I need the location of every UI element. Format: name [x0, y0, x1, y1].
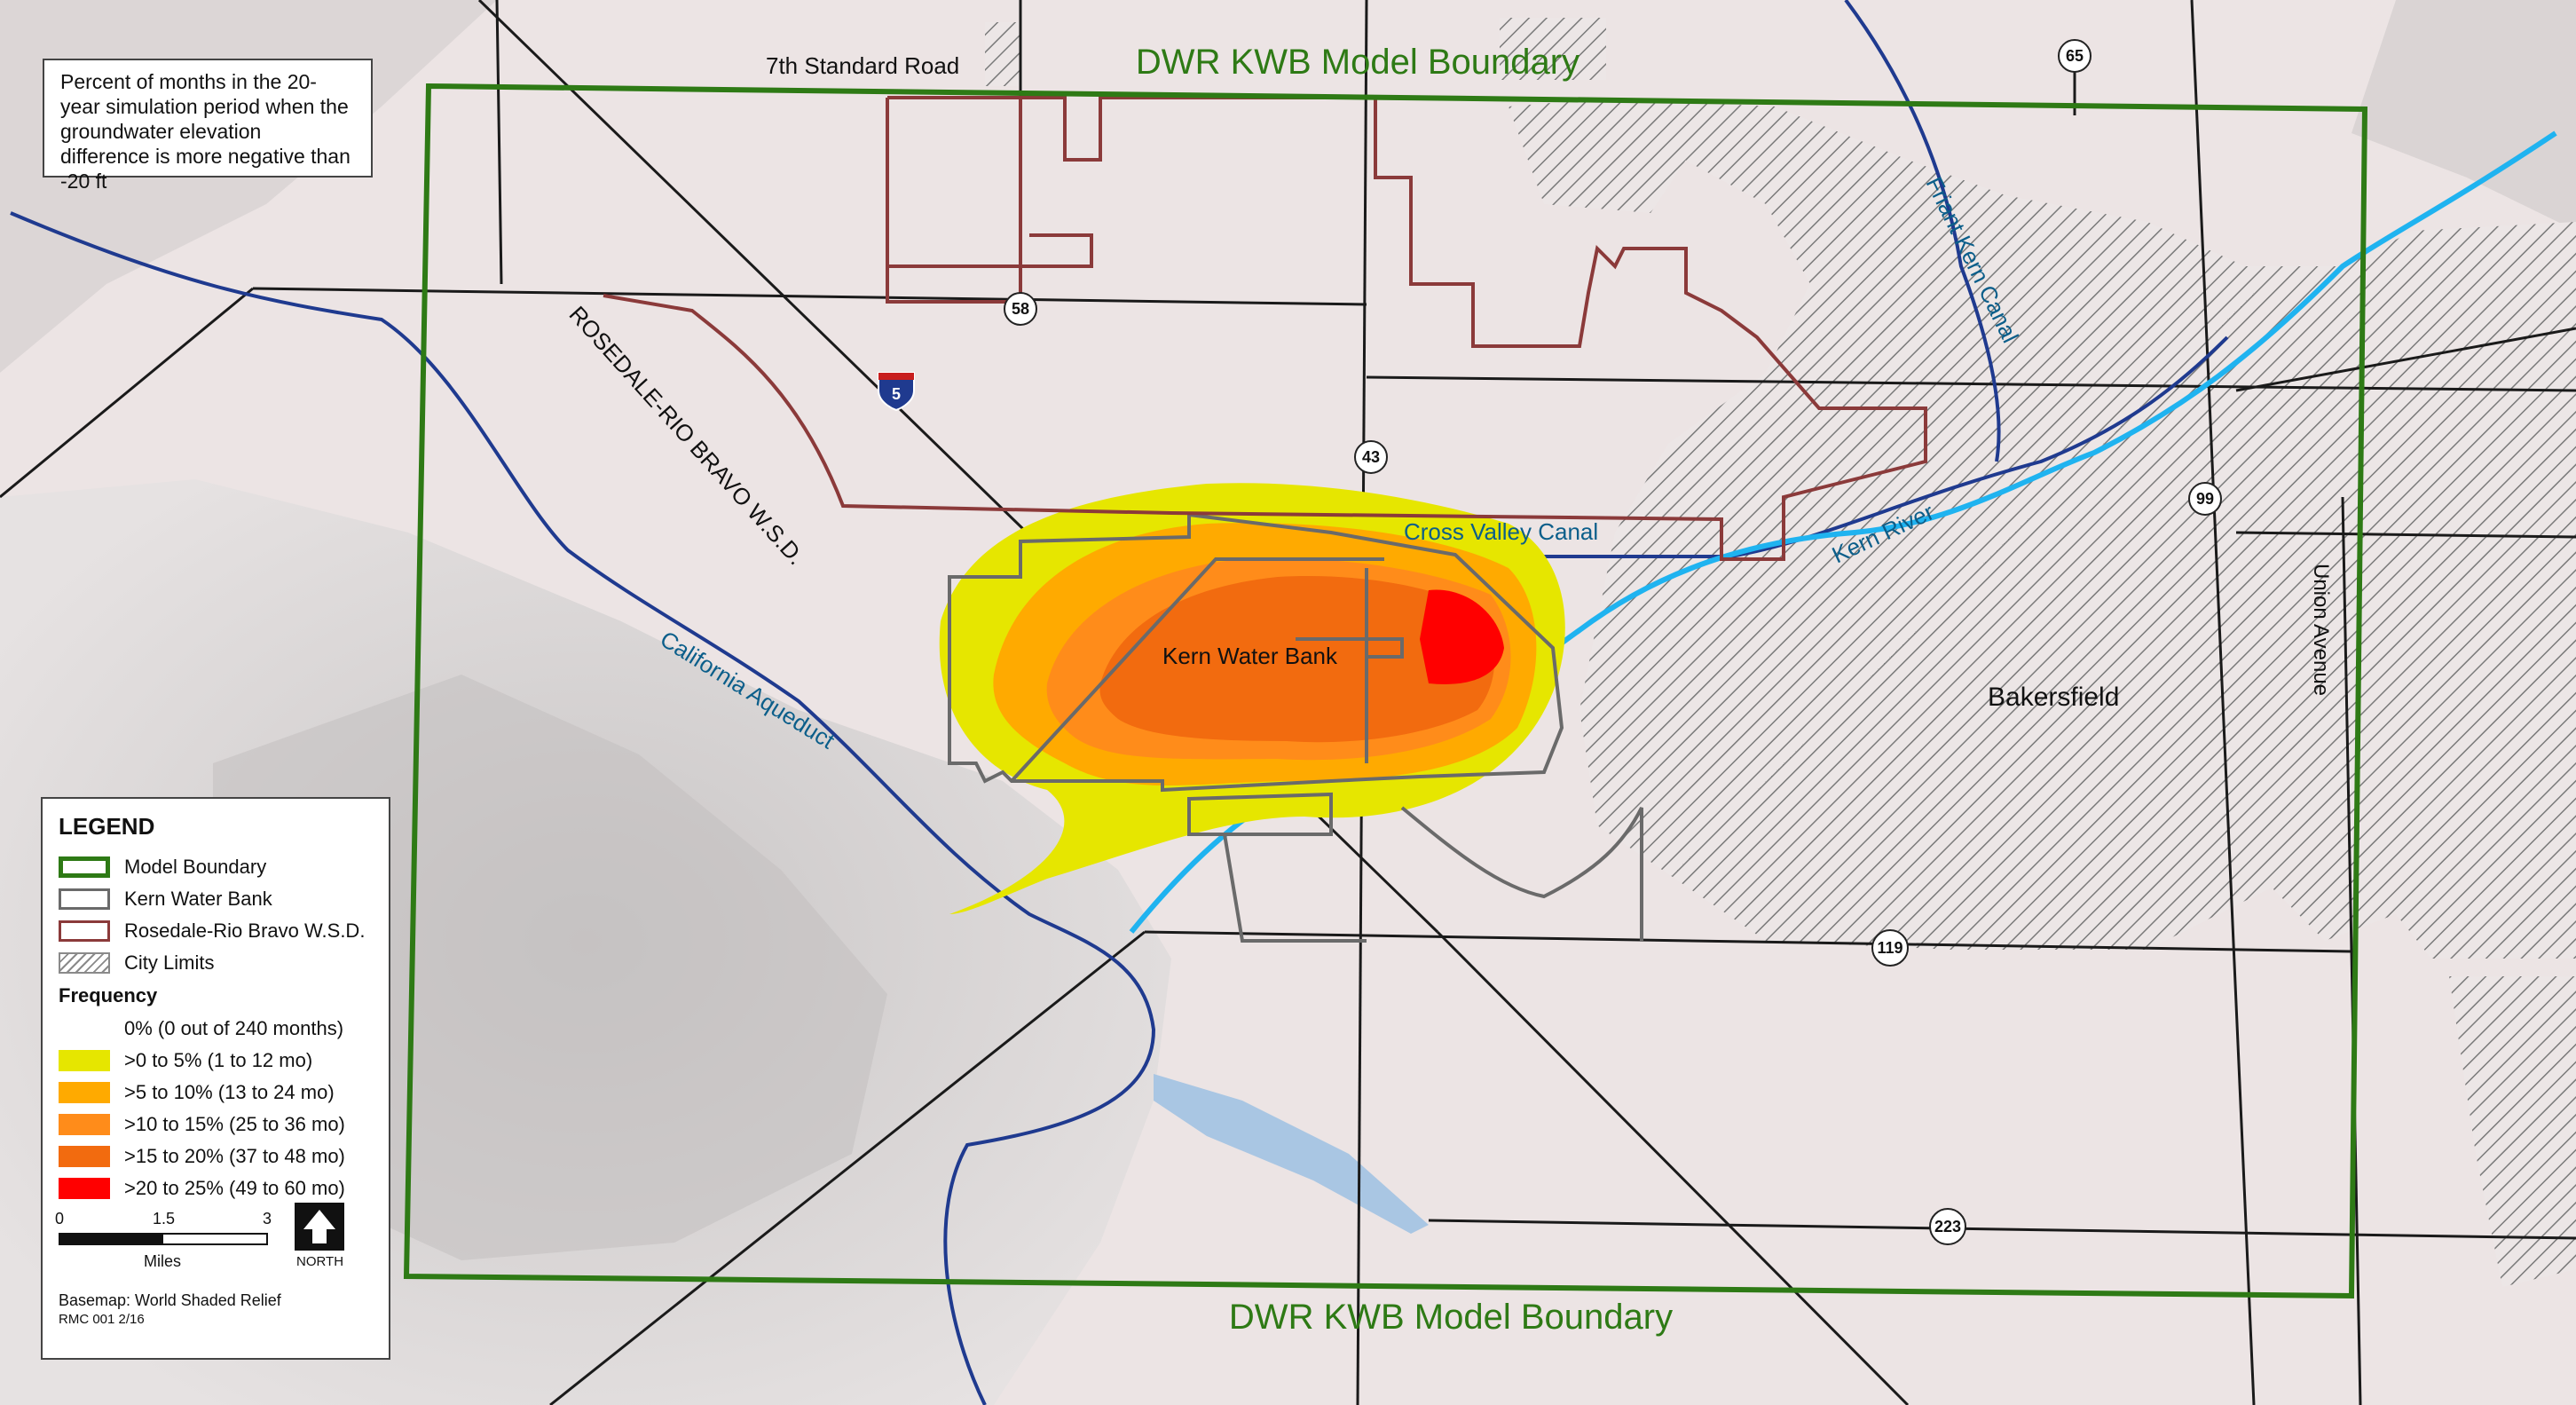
rosedale-rio-bravo-outline: [603, 96, 1927, 561]
map-code: RMC 001 2/16: [59, 1312, 145, 1327]
bakersfield-label: Bakersfield: [1988, 683, 2119, 712]
scale-tick-label: 1.5: [153, 1210, 176, 1227]
route-58-shield: 58: [1004, 292, 1037, 326]
scale-unit-label: Miles: [144, 1252, 182, 1270]
zone-red: [1420, 589, 1504, 684]
frequency-swatch: [59, 1114, 110, 1135]
legend-title: LEGEND: [59, 813, 155, 840]
frequency-item: >0 to 5% (1 to 12 mo): [59, 1045, 389, 1077]
frequency-label: >0 to 5% (1 to 12 mo): [124, 1049, 313, 1071]
frequency-title: Frequency: [59, 984, 158, 1006]
route-shields: 5 58 43 65 99 119 223: [878, 39, 2222, 1245]
north-label: NORTH: [296, 1254, 344, 1269]
scale-tick-label: 0: [55, 1210, 65, 1227]
legend-item-label: Model Boundary: [124, 856, 267, 878]
scale-bar: [59, 1233, 268, 1245]
zone-orange-dark: [1099, 576, 1495, 743]
city-limits-swatch: [59, 952, 110, 974]
city-limits-parcel: [1500, 18, 1606, 80]
boundary-label-top: DWR KWB Model Boundary: [1136, 43, 1579, 82]
city-limits-parcel: [985, 22, 1020, 86]
friant-kern-canal-line: [1844, 0, 2001, 462]
model-boundary-outline: [403, 83, 2368, 1299]
legend-item-kern-water-bank: Kern Water Bank: [59, 883, 389, 915]
cross-valley-canal-label: Cross Valley Canal: [1404, 518, 1598, 545]
route-43-shield: 43: [1354, 440, 1388, 474]
mountain-relief: [2351, 0, 2576, 231]
svg-text:5: 5: [892, 385, 901, 403]
frequency-label: >5 to 10% (13 to 24 mo): [124, 1081, 335, 1103]
svg-text:99: 99: [2196, 490, 2214, 508]
frequency-item: >5 to 10% (13 to 24 mo): [59, 1077, 389, 1109]
city-limits-east: [2449, 976, 2576, 1287]
route-99-shield: 99: [2188, 482, 2222, 516]
legend-item-label: City Limits: [124, 951, 215, 974]
city-limits-bakersfield: [1579, 98, 2576, 959]
road-label-7th-standard: 7th Standard Road: [766, 52, 959, 79]
route-223-shield: 223: [1929, 1208, 1966, 1245]
frequency-item: >10 to 15% (25 to 36 mo): [59, 1109, 389, 1141]
legend-item-rosedale-rio-bravo: Rosedale-Rio Bravo W.S.D.: [59, 915, 389, 947]
frequency-swatch: [59, 1146, 110, 1167]
frequency-zone: [939, 483, 1565, 914]
frequency-swatch: [59, 1018, 110, 1039]
california-aqueduct-line: [10, 211, 1156, 1405]
kern-water-bank-outline: [948, 512, 1643, 943]
frequency-label: >20 to 25% (49 to 60 mo): [124, 1177, 345, 1199]
union-avenue-label: Union Avenue: [2309, 564, 2333, 696]
kern-water-bank-internal: [1010, 557, 1404, 783]
route-119-shield: 119: [1871, 929, 1909, 967]
route-65-shield: 65: [2058, 39, 2092, 73]
map-description-note: Percent of months in the 20-year simulat…: [43, 59, 373, 193]
frequency-label: >10 to 15% (25 to 36 mo): [124, 1113, 345, 1135]
frequency-swatch: [59, 1178, 110, 1199]
frequency-item: >15 to 20% (37 to 48 mo): [59, 1141, 389, 1172]
scale-tick-label: 3: [263, 1210, 272, 1227]
legend: LEGEND Model Boundary Kern Water Bank Ro…: [41, 797, 390, 1360]
frequency-swatch: [59, 1082, 110, 1103]
frequency-label: >15 to 20% (37 to 48 mo): [124, 1145, 345, 1167]
frequency-swatch: [59, 1050, 110, 1071]
legend-item-label: Rosedale-Rio Bravo W.S.D.: [124, 920, 366, 942]
svg-text:223: 223: [1934, 1218, 1961, 1235]
frequency-item: 0% (0 out of 240 months): [59, 1013, 389, 1045]
interstate-5-shield: 5: [878, 372, 915, 412]
model-boundary-swatch: [59, 856, 110, 878]
frequency-item: >20 to 25% (49 to 60 mo): [59, 1172, 389, 1204]
svg-text:119: 119: [1877, 939, 1902, 957]
legend-item-city-limits: City Limits: [59, 947, 389, 979]
rosedale-rio-bravo-swatch: [59, 920, 110, 942]
kern-water-bank-label: Kern Water Bank: [1162, 643, 1338, 669]
note-text: Percent of months in the 20-year simulat…: [60, 70, 351, 193]
frequency-label: 0% (0 out of 240 months): [124, 1017, 344, 1039]
legend-item-model-boundary: Model Boundary: [59, 851, 389, 883]
basemap-credit: Basemap: World Shaded Relief: [59, 1291, 281, 1309]
boundary-label-bottom: DWR KWB Model Boundary: [1229, 1298, 1673, 1337]
svg-text:58: 58: [1012, 300, 1029, 318]
kern-water-bank-swatch: [59, 888, 110, 910]
svg-text:65: 65: [2066, 47, 2084, 65]
legend-item-label: Kern Water Bank: [124, 888, 272, 910]
scale-bar-group: 0 1.5 3 Miles NORTH: [55, 1203, 389, 1290]
north-arrow-icon: [295, 1203, 344, 1251]
city-limits-west: [1509, 98, 1686, 213]
svg-text:43: 43: [1362, 448, 1380, 466]
